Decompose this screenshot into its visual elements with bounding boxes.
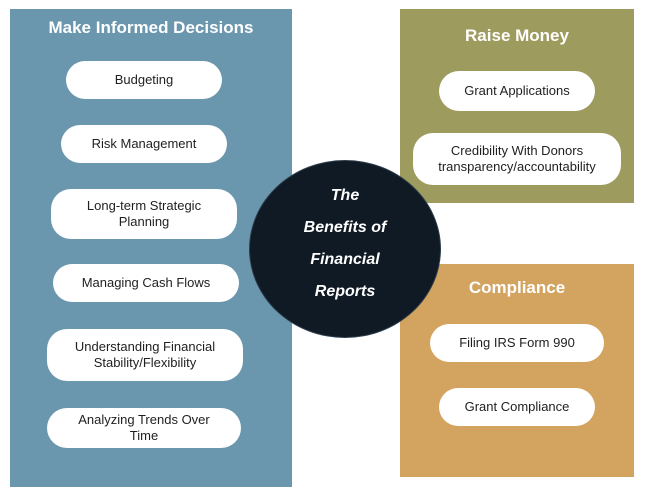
- item-label-line: Time: [129, 428, 159, 443]
- item-label-line: Stability/Flexibility: [93, 355, 197, 370]
- item-grant-applications: Grant Applications: [439, 71, 595, 111]
- item-label: Understanding Financial Stability/Flexib…: [75, 339, 215, 371]
- panel-title: Raise Money: [465, 26, 569, 45]
- center-hub: The Benefits of Financial Reports: [249, 160, 441, 338]
- panel-title: Compliance: [468, 278, 566, 297]
- hub-title-line: Financial: [310, 251, 380, 268]
- item-label: Grant Compliance: [464, 399, 570, 414]
- item-label-line: Long-term Strategic: [86, 198, 202, 213]
- item-managing-cash-flows: Managing Cash Flows: [53, 264, 239, 302]
- item-risk-management: Risk Management: [61, 125, 227, 163]
- item-budgeting: Budgeting: [66, 61, 222, 99]
- item-analyzing-trends: Analyzing Trends Over Time: [47, 408, 241, 448]
- item-label-line: Planning: [118, 214, 170, 229]
- item-label: Grant Applications: [464, 83, 570, 98]
- item-label: Filing IRS Form 990: [459, 335, 575, 350]
- item-label-line: Understanding Financial: [74, 339, 216, 354]
- item-label: Risk Management: [91, 136, 197, 151]
- item-filing-irs-form-990: Filing IRS Form 990: [430, 324, 604, 362]
- panel-compliance: Compliance Filing IRS Form 990 Grant Com…: [400, 264, 634, 477]
- item-label-line: transparency/accountability: [438, 159, 596, 174]
- item-understanding-financial-stability: Understanding Financial Stability/Flexib…: [47, 329, 243, 381]
- hub-title-line: The: [330, 187, 360, 204]
- panel-title: Make Informed Decisions: [48, 18, 254, 37]
- hub-title-line: Reports: [314, 283, 376, 300]
- panel-raise-money: Raise Money Grant Applications Credibili…: [400, 9, 634, 203]
- panel-make-informed-decisions: Make Informed Decisions Budgeting Risk M…: [10, 9, 292, 487]
- item-label-line: Analyzing Trends Over: [78, 412, 210, 427]
- item-credibility-with-donors: Credibility With Donors transparency/acc…: [413, 133, 621, 185]
- item-label-line: Credibility With Donors: [450, 143, 584, 158]
- hub-title-line: Benefits of: [303, 219, 387, 236]
- item-label: Budgeting: [114, 72, 174, 87]
- item-grant-compliance: Grant Compliance: [439, 388, 595, 426]
- item-label: Analyzing Trends Over Time: [78, 412, 210, 444]
- item-label: Managing Cash Flows: [81, 275, 211, 290]
- item-long-term-strategic-planning: Long-term Strategic Planning: [51, 189, 237, 239]
- item-label: Long-term Strategic Planning: [87, 198, 201, 230]
- item-label: Credibility With Donors transparency/acc…: [438, 143, 596, 175]
